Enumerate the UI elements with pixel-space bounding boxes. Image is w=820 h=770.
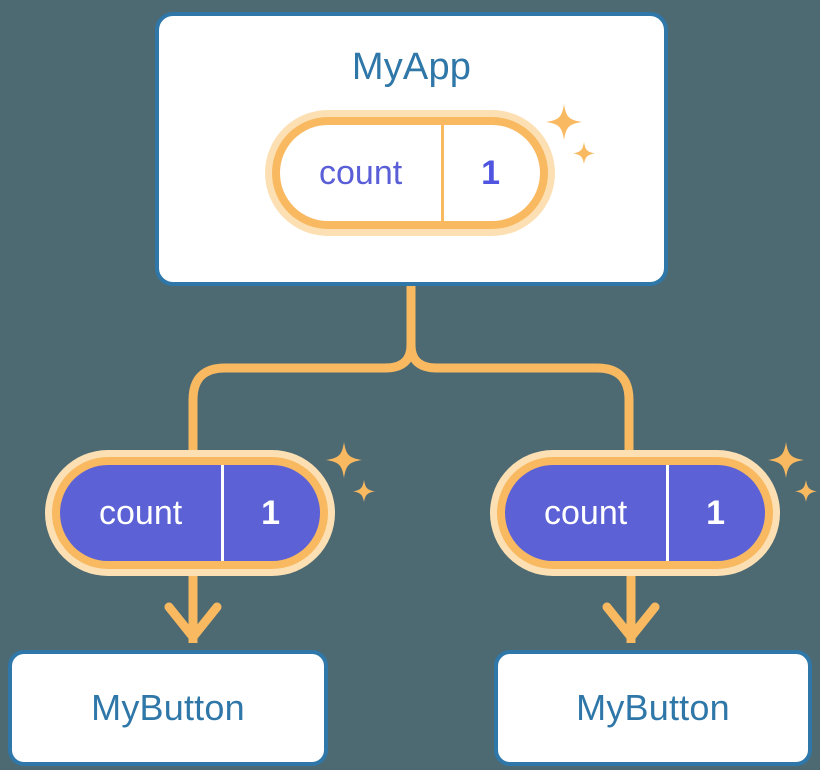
- state-key: count: [99, 494, 183, 532]
- component-card-mybutton-right[interactable]: MyButton: [494, 650, 812, 766]
- state-value: 1: [261, 494, 281, 532]
- component-card-label: MyButton: [91, 687, 245, 728]
- pill-divider: [666, 465, 670, 561]
- component-card-mybutton-left[interactable]: MyButton: [8, 650, 328, 766]
- page-title: MyApp: [351, 46, 472, 88]
- pill-body: count 1: [60, 465, 320, 561]
- state-key: count: [319, 154, 403, 192]
- sparkle-icon: [795, 480, 817, 502]
- state-value: 1: [481, 154, 501, 192]
- pill-body: count 1: [280, 125, 540, 221]
- state-key: count: [544, 494, 628, 532]
- connector-branch: [188, 340, 634, 450]
- state-pill-right[interactable]: count 1: [490, 450, 780, 576]
- pill-divider: [221, 465, 225, 561]
- component-card-label: MyButton: [576, 687, 730, 728]
- pill-divider: [441, 125, 445, 221]
- arrow-down-icon: [602, 602, 660, 642]
- arrow-down-icon: [164, 602, 222, 642]
- state-value: 1: [706, 494, 726, 532]
- sparkle-icon: [353, 480, 375, 502]
- state-pill-myapp[interactable]: count 1: [265, 110, 555, 236]
- state-pill-left[interactable]: count 1: [45, 450, 335, 576]
- pill-body: count 1: [505, 465, 765, 561]
